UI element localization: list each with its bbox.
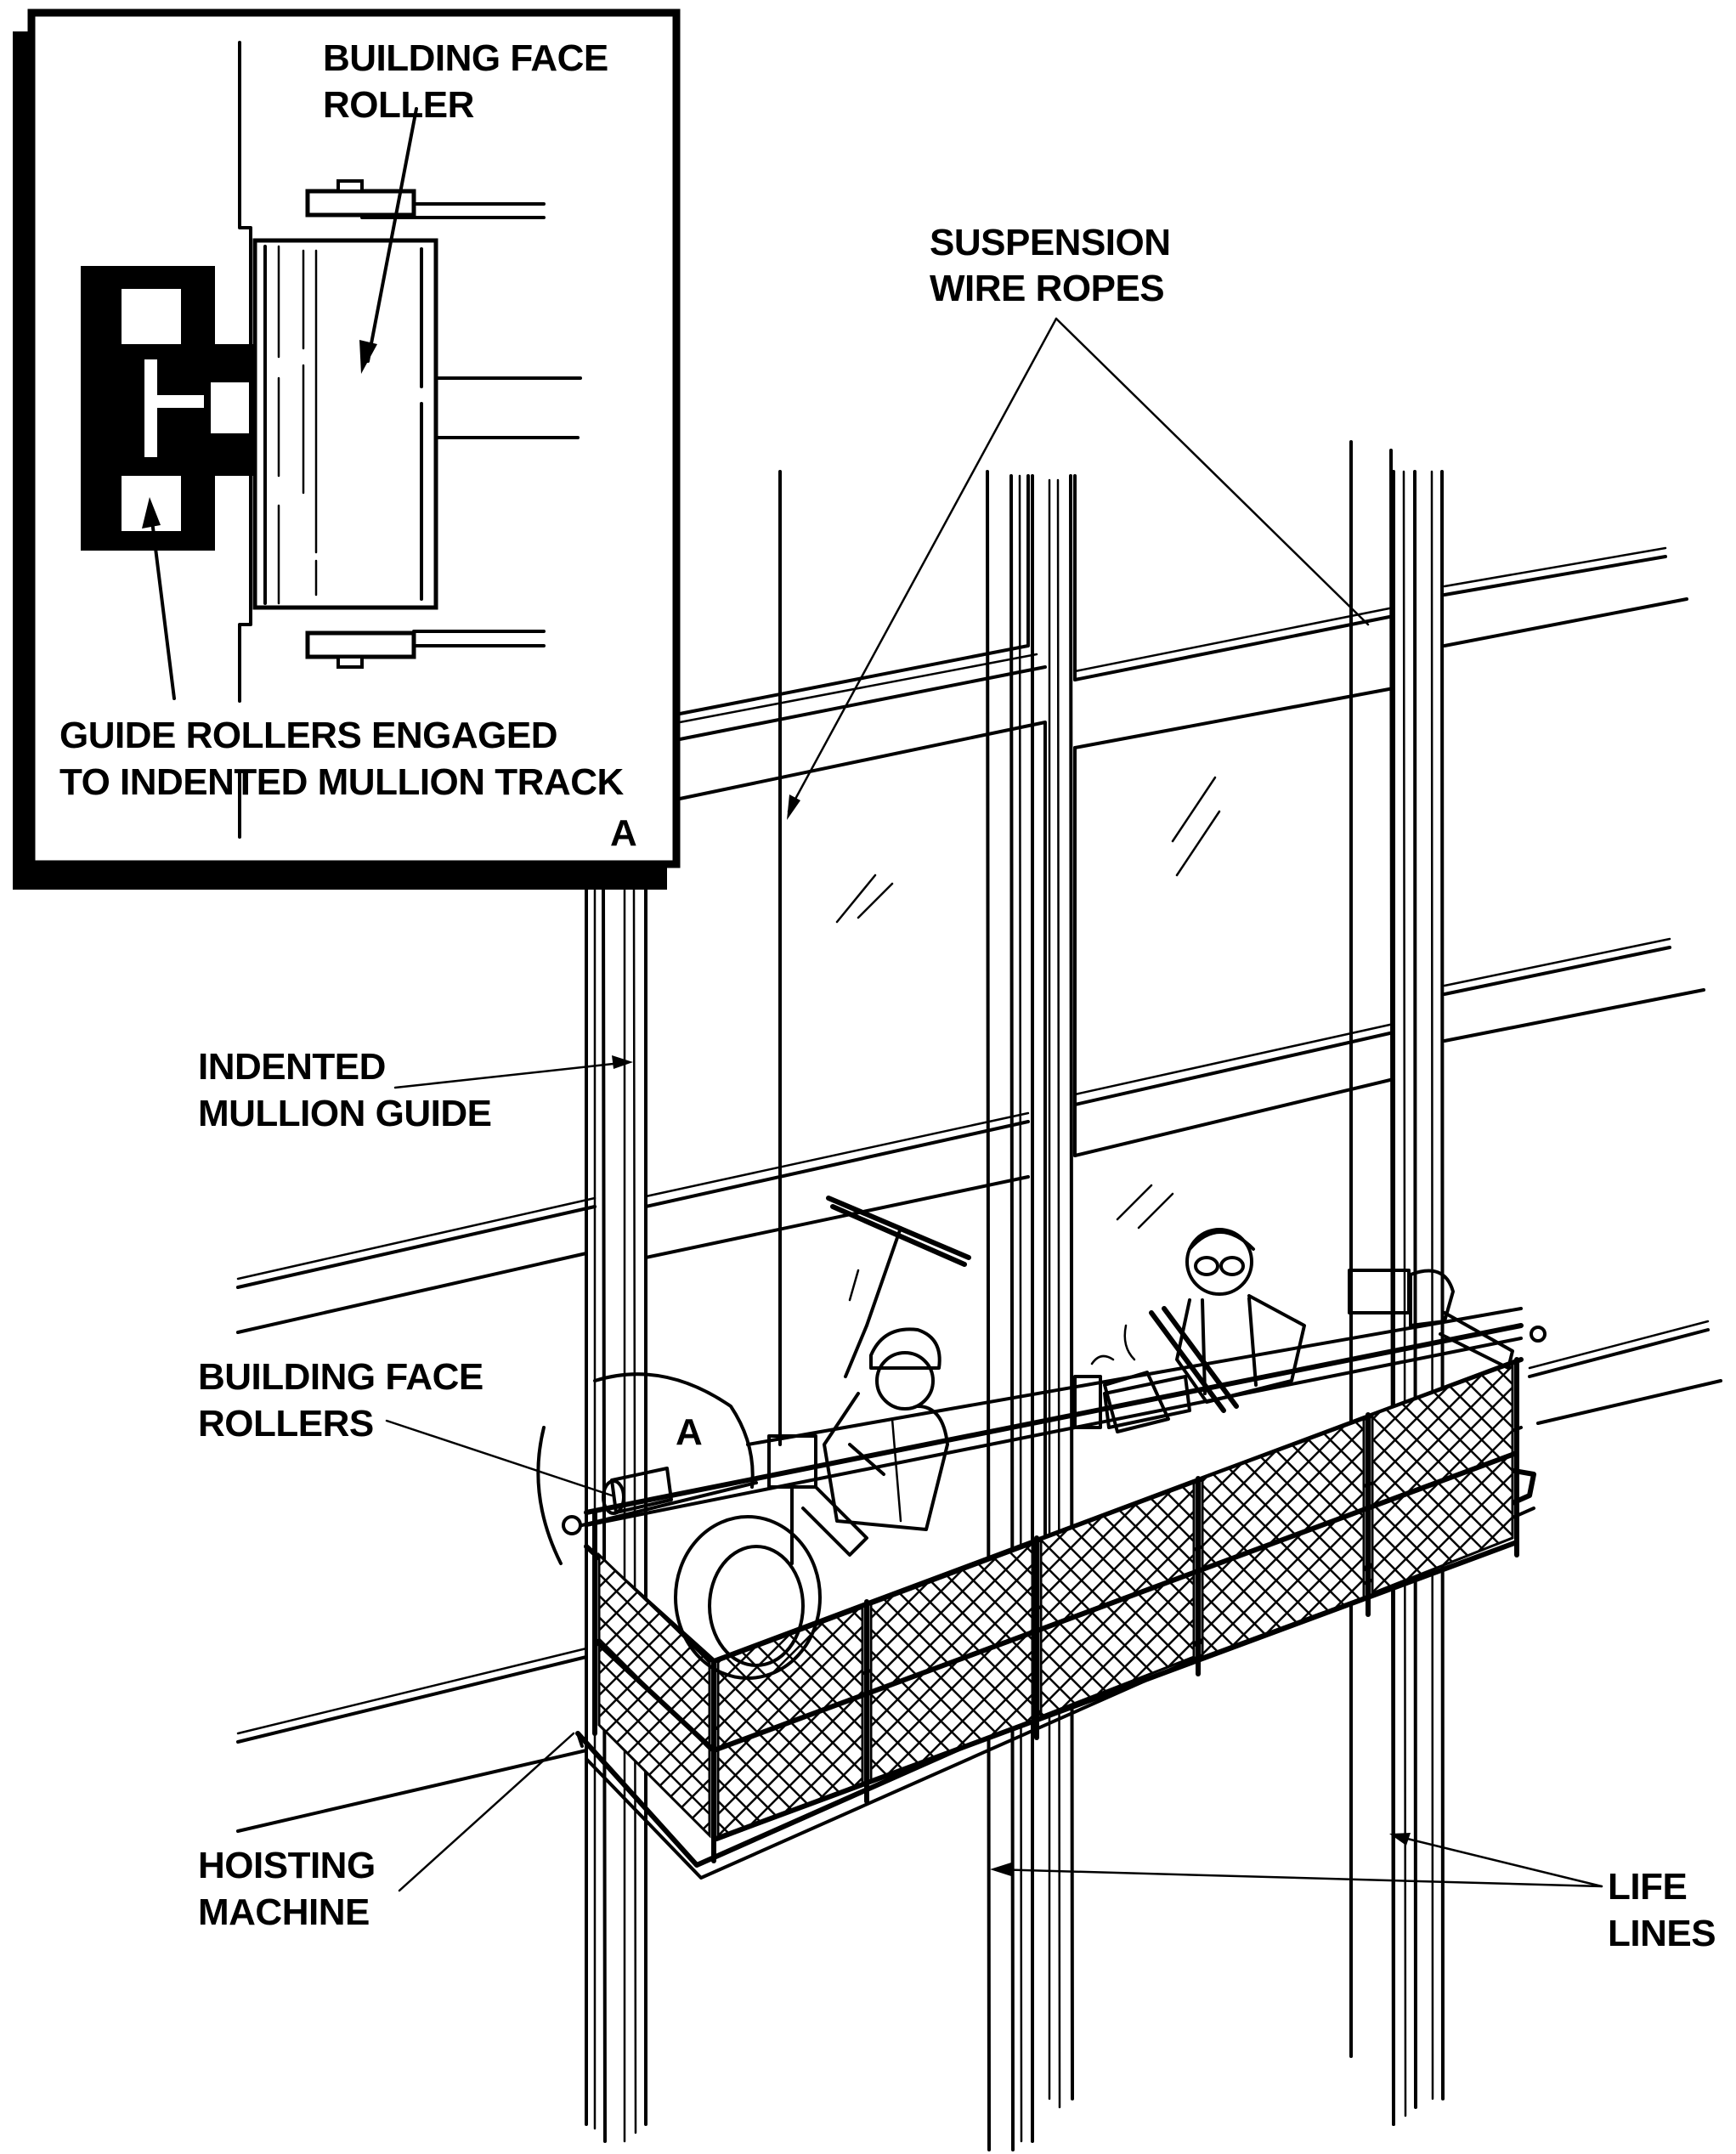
worker-with-goggles [1090,1228,1306,1433]
callout-labels: SUSPENSION WIRE ROPES INDENTED MULLION G… [198,222,1716,1954]
suspension-wire-ropes [778,440,1353,2058]
hoisting-machine-left [674,1434,868,1680]
detail-callout-a: A [536,1372,755,1565]
mullion-column-center [1009,474,1074,2151]
inset-label-guide-line2: TO INDENTED MULLION TRACK [59,761,624,803]
guide-roller-housing: C [81,266,253,551]
inset-pointer-arrows [142,107,418,700]
label-hoist-line2: MACHINE [198,1891,370,1933]
inset-detail-letter: A [610,812,636,854]
label-mullion-line2: MULLION GUIDE [198,1093,491,1134]
life-lines [986,449,1395,2151]
transom-row-1 [678,474,1688,1701]
label-hoist-line1: HOISTING [198,1845,376,1886]
callout-letter: A [676,1411,702,1453]
label-rollers-line1: BUILDING FACE [198,1356,483,1398]
leader-lines [385,317,1603,1892]
suspended-platform [562,1269,1547,1880]
label-life-line2: LINES [1608,1913,1716,1954]
building-face-roller-detail [252,179,582,669]
transom-row-3 [236,1320,1722,1833]
label-mullion-line1: INDENTED [198,1046,386,1088]
worker-with-squeegee [823,1196,971,1531]
inset-label-guide-line1: GUIDE ROLLERS ENGAGED [59,715,557,756]
hoisting-machine-right [1348,1269,1547,1370]
label-rollers-line2: ROLLERS [198,1403,374,1444]
transom-row-2 [236,746,1705,1334]
label-suspension-line2: WIRE ROPES [930,268,1164,309]
inset-label-roller-line2: ROLLER [323,84,474,126]
mullion-column-right [1392,470,1445,2126]
label-life-line1: LIFE [1608,1866,1687,1908]
label-suspension-line1: SUSPENSION [930,222,1171,263]
glass-reflections [835,776,1221,1230]
inset-small-mark: C [187,449,198,466]
building-face-roller [562,1467,758,1535]
inset-label-roller-line1: BUILDING FACE [323,37,608,79]
detail-inset-a: C [13,8,681,890]
